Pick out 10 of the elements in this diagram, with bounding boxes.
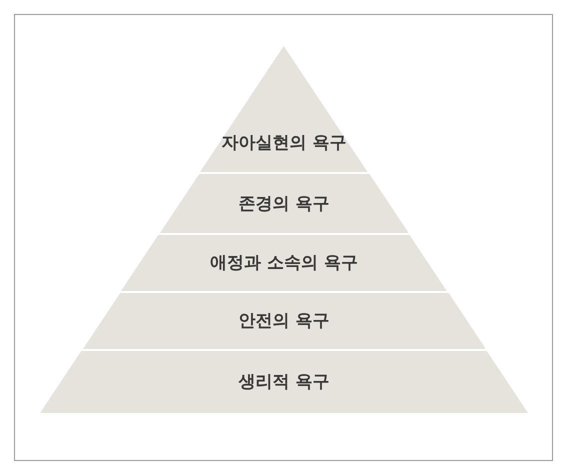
- pyramid-level: [160, 174, 408, 233]
- pyramid-level: [121, 235, 447, 291]
- pyramid-level: [40, 351, 528, 413]
- level-label: 존경의 욕구: [238, 193, 330, 214]
- level-label: 생리적 욕구: [238, 372, 330, 392]
- pyramid-level: [82, 293, 486, 349]
- pyramid-top-level: [200, 46, 368, 172]
- level-label: 애정과 소속의 욕구: [210, 252, 358, 274]
- level-label: 안전의 욕구: [238, 310, 330, 332]
- level-label: 자아실현의 욕구: [222, 132, 346, 154]
